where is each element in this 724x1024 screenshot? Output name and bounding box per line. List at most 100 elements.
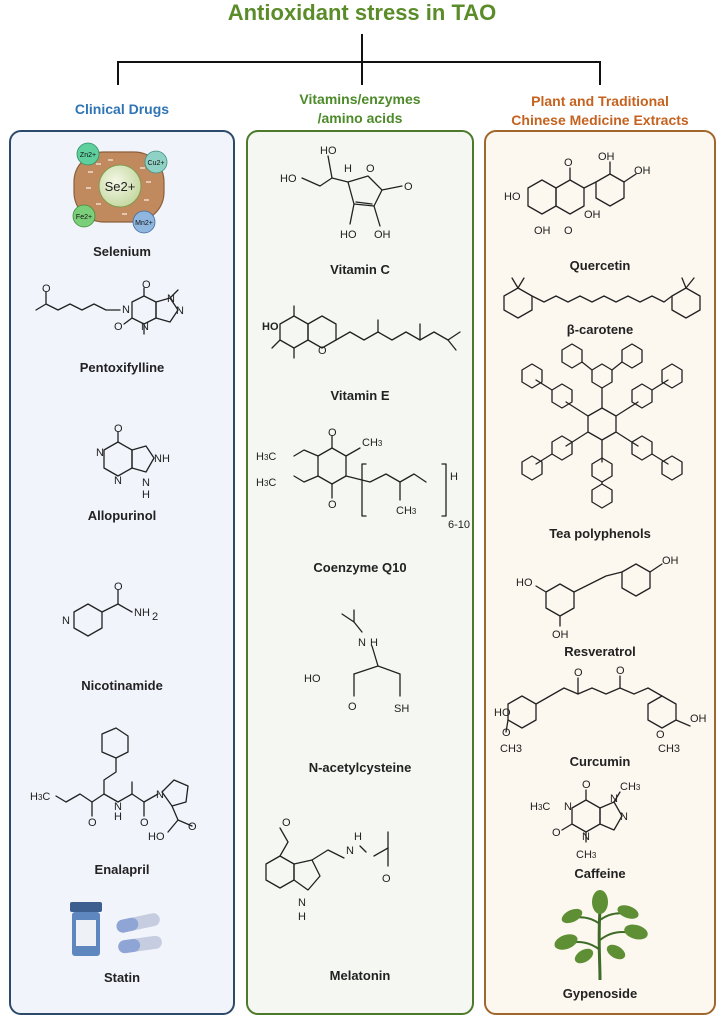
tree-crossbar [117, 61, 601, 63]
heading-line-1: Vitamins/enzymes [299, 91, 421, 107]
mn-ion-label: Mn2+ [135, 220, 153, 227]
svg-text:H3C: H3C [30, 791, 50, 803]
svg-text:SH: SH [394, 703, 409, 715]
svg-text:HO: HO [304, 673, 321, 685]
heading-plant-extracts: Plant and Traditional Chinese Medicine E… [484, 92, 716, 130]
svg-text:H: H [370, 637, 378, 649]
svg-text:OH: OH [374, 229, 391, 241]
svg-text:N: N [167, 293, 175, 305]
svg-text:O: O [552, 827, 561, 839]
svg-text:N: N [610, 793, 618, 805]
n-acetylcysteine-structure: N H HO O SH [304, 600, 409, 715]
svg-text:O: O [366, 163, 375, 175]
curcumin-structure: HO OH O O O CH3 O CH3 [494, 665, 707, 755]
svg-text:O: O [564, 157, 573, 169]
svg-text:CH3: CH3 [362, 437, 383, 449]
svg-text:HO: HO [340, 229, 357, 241]
label-resveratrol: Resveratrol [564, 644, 636, 659]
label-tea-polyphenols: Tea polyphenols [549, 526, 651, 541]
svg-text:H3C: H3C [256, 451, 276, 463]
svg-text:O: O [140, 817, 149, 829]
label-curcumin: Curcumin [569, 754, 631, 769]
capsule-icon [116, 913, 162, 954]
svg-text:N: N [114, 475, 122, 487]
svg-text:O: O [328, 427, 337, 439]
tree-branch-middle [361, 61, 363, 85]
label-n-acetylcysteine: N-acetylcysteine [308, 760, 412, 775]
allopurinol-structure: O N N NH N H [96, 423, 170, 501]
caffeine-structure: O H3C N O N CH3 N CH3 N [530, 779, 641, 861]
svg-text:HO: HO [262, 321, 279, 333]
svg-text:H: H [298, 911, 306, 923]
svg-text:NH: NH [154, 453, 170, 465]
quercetin-structure: O OH OH HO OH OH O [504, 151, 651, 237]
fe-ion-label: Fe2+ [76, 214, 92, 221]
heading-line-1: Plant and Traditional [531, 93, 669, 109]
svg-text:O: O [582, 779, 591, 791]
svg-text:N: N [358, 637, 366, 649]
label-selenium: Selenium [93, 244, 151, 259]
label-beta-carotene: β-carotene [566, 322, 634, 337]
svg-text:OH: OH [552, 629, 569, 641]
svg-text:N: N [176, 305, 184, 317]
svg-text:CH3: CH3 [500, 743, 522, 755]
heading-vitamins: Vitamins/enzymes /amino acids [246, 90, 474, 128]
svg-text:H3C: H3C [530, 801, 550, 813]
svg-text:O: O [382, 873, 391, 885]
svg-text:N: N [142, 477, 150, 489]
svg-text:O: O [616, 665, 625, 677]
svg-text:O: O [282, 817, 291, 829]
svg-text:N: N [96, 447, 104, 459]
svg-text:OH: OH [634, 165, 651, 177]
beta-carotene-structure [496, 276, 708, 324]
svg-text:O: O [348, 701, 357, 713]
svg-text:N: N [156, 789, 164, 801]
svg-text:H: H [114, 811, 122, 823]
svg-text:H: H [142, 489, 150, 501]
svg-text:N: N [620, 811, 628, 823]
svg-text:HO: HO [280, 173, 297, 185]
vitamin-e-structure: HO O [262, 294, 470, 374]
svg-text:N: N [141, 321, 149, 333]
label-caffeine: Caffeine [574, 866, 626, 881]
vitamin-c-structure: HO H O O HO HO OH [280, 145, 413, 241]
svg-text:O: O [404, 181, 413, 193]
label-melatonin: Melatonin [329, 968, 391, 983]
cu-ion-label: Cu2+ [148, 160, 165, 167]
svg-text:N: N [582, 831, 590, 843]
resveratrol-structure: HO OH OH [516, 555, 679, 641]
svg-text:HO: HO [504, 191, 521, 203]
svg-text:N: N [122, 304, 130, 316]
svg-text:H3C: H3C [256, 477, 276, 489]
label-allopurinol: Allopurinol [87, 508, 157, 523]
coenzyme-q10-structure: O O H3C H3C CH3 CH3 H 6-10 [256, 427, 470, 531]
heading-clinical-drugs: Clinical Drugs [9, 100, 235, 119]
svg-text:O: O [88, 817, 97, 829]
svg-text:O: O [564, 225, 573, 237]
page-title: Antioxidant stress in TAO [227, 0, 497, 25]
label-enalapril: Enalapril [94, 862, 150, 877]
pill-bottle-icon [70, 902, 102, 956]
svg-text:CH3: CH3 [620, 781, 641, 793]
svg-text:O: O [502, 727, 511, 739]
svg-text:O: O [328, 499, 337, 511]
svg-text:O: O [114, 581, 123, 593]
panel-plant-extracts [484, 130, 716, 1015]
panel-clinical-drugs [9, 130, 235, 1015]
svg-text:O: O [114, 321, 123, 333]
svg-text:O: O [318, 345, 327, 357]
tomato-plant-icon [554, 890, 648, 982]
svg-text:N: N [564, 801, 572, 813]
zn-ion-label: Zn2+ [80, 152, 96, 159]
tree-branch-right [599, 61, 601, 85]
svg-text:HO: HO [320, 145, 337, 157]
svg-text:N: N [114, 801, 122, 813]
enalapril-structure: H3C O N H O N O HO [30, 722, 197, 843]
svg-text:CH3: CH3 [396, 505, 417, 517]
heading-text: Clinical Drugs [74, 101, 170, 117]
svg-text:OH: OH [584, 209, 601, 221]
tree-stem [361, 34, 363, 62]
tree-branch-left [117, 61, 119, 85]
selenium-ions-icon: Se2+ Zn2+ Cu2+ Fe2+ Mn2+ [60, 138, 180, 238]
svg-text:OH: OH [598, 151, 615, 163]
